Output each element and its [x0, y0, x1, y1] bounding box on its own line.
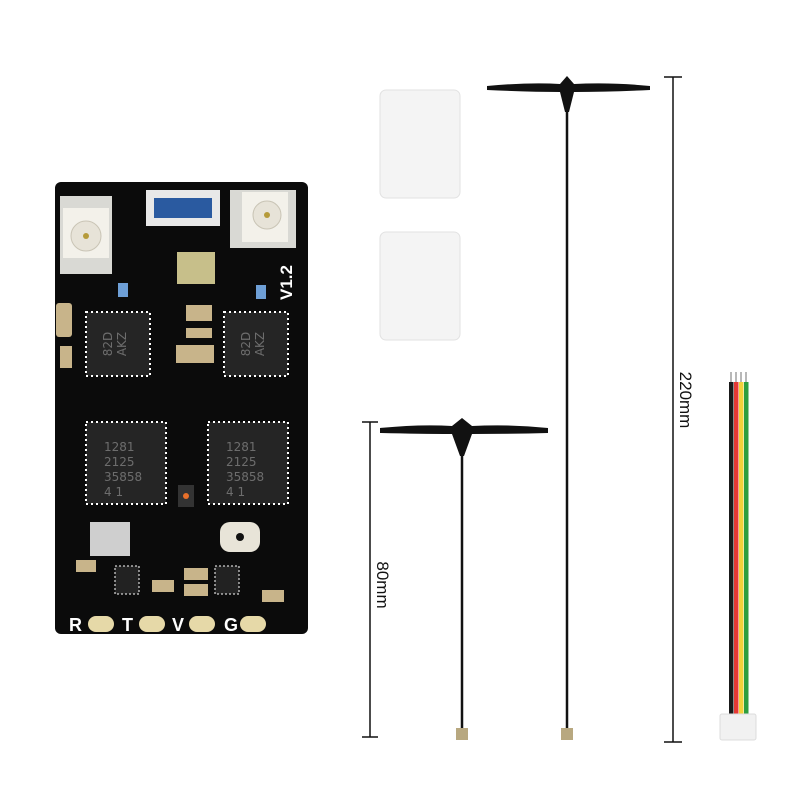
jst-connector	[719, 713, 757, 741]
rf-chip-text: 82D	[239, 332, 253, 357]
rf-chip-text: AKZ	[115, 332, 129, 356]
heat-shrink-tube-icon	[379, 89, 461, 341]
wire	[729, 382, 734, 716]
radio-chip-right: 1281 2125 35858 4 1	[207, 421, 289, 505]
pad-label-t: T	[122, 615, 133, 635]
dimension-220mm: 220mm	[664, 76, 695, 743]
radio-chip-text: 4 1	[226, 485, 245, 499]
rf-chip-text: 82D	[101, 332, 115, 357]
receiver-board: 82D AKZ 82D AKZ V1.2 1281 2125 35858 4 1…	[55, 182, 308, 635]
radio-chip-text: 35858	[104, 470, 142, 484]
radio-chip-text: 1281	[104, 440, 135, 454]
rf-chip-right: 82D AKZ	[223, 311, 289, 377]
pad-label-v: V	[172, 615, 184, 635]
radio-chip-left: 1281 2125 35858 4 1	[85, 421, 167, 505]
radio-chip-text: 35858	[226, 470, 264, 484]
ufl-connector-right	[230, 190, 296, 248]
radio-chip-text: 2125	[104, 455, 135, 469]
short-antenna-length: 80mm	[373, 561, 392, 608]
pad-label-g: G	[224, 615, 238, 635]
radio-chip-text: 4 1	[104, 485, 123, 499]
wire	[744, 382, 749, 716]
long-antenna	[487, 76, 650, 740]
version-label: V1.2	[277, 265, 296, 300]
wire	[739, 382, 744, 716]
led	[177, 252, 215, 284]
long-antenna-length: 220mm	[676, 372, 695, 429]
pad-label-r: R	[69, 615, 82, 635]
radio-chip-text: 1281	[226, 440, 257, 454]
wire	[734, 382, 739, 716]
rf-chip-left: 82D AKZ	[85, 311, 151, 377]
rf-chip-text: AKZ	[253, 332, 267, 356]
ufl-connector-left	[60, 196, 112, 274]
solder-pads: R T V G	[69, 615, 266, 635]
jst-cable-icon	[719, 372, 757, 741]
radio-chip-text: 2125	[226, 455, 257, 469]
short-antenna	[380, 418, 548, 740]
dimension-80mm: 80mm	[362, 421, 392, 738]
